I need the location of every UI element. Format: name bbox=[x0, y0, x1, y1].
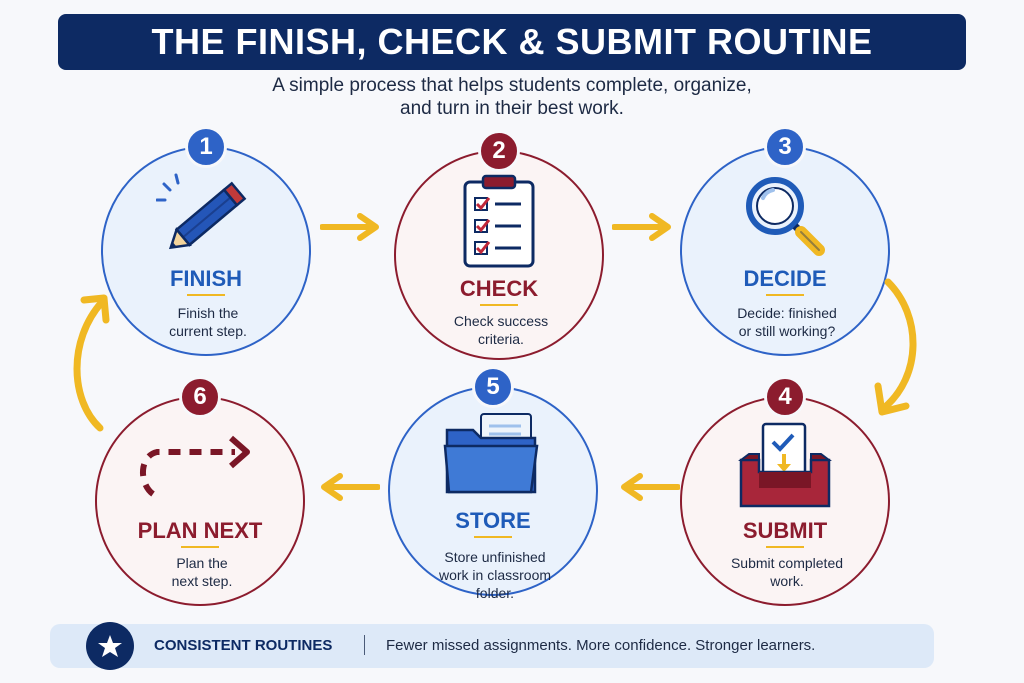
desc-line: Store unfinished bbox=[444, 549, 546, 565]
step-underline bbox=[766, 294, 804, 296]
step-label: DECIDE bbox=[743, 266, 827, 291]
step-underline bbox=[766, 546, 804, 548]
pencil-icon bbox=[155, 170, 256, 258]
desc-line: criteria. bbox=[478, 331, 524, 347]
arrow-2-to-3 bbox=[612, 213, 671, 241]
desc-line: Finish the bbox=[177, 305, 239, 321]
footer-heading: CONSISTENT ROUTINES bbox=[154, 637, 333, 654]
footer-text: Fewer missed assignments. More confidenc… bbox=[386, 637, 816, 654]
arrow-5-to-6 bbox=[321, 473, 380, 501]
desc-line: Submit completed bbox=[730, 555, 844, 571]
inbox-tray-icon bbox=[737, 420, 833, 510]
desc-line: or still working? bbox=[738, 323, 836, 339]
arrow-6-to-1 bbox=[73, 294, 110, 432]
step-label: CHECK bbox=[459, 276, 539, 301]
desc-line: current step. bbox=[169, 323, 247, 339]
step-description: Decide: finished or still working? bbox=[702, 304, 872, 340]
subtitle-line-2: and turn in their best work. bbox=[400, 98, 624, 119]
clipboard-checklist-icon bbox=[457, 174, 541, 268]
step-finish: 1 FINISH Finish the current step. bbox=[101, 126, 311, 356]
step-plan-next: 6 PLAN NEXT Plan the next step. bbox=[95, 376, 305, 606]
step-number-3: 3 bbox=[764, 126, 806, 168]
step-underline bbox=[187, 294, 225, 296]
star-icon bbox=[86, 622, 134, 670]
desc-line: Plan the bbox=[176, 555, 228, 571]
step-label: PLAN NEXT bbox=[137, 518, 263, 543]
desc-line: Check success bbox=[453, 313, 549, 329]
arrow-3-to-4 bbox=[874, 278, 917, 416]
desc-line: Decide: finished bbox=[737, 305, 837, 321]
desc-line: next step. bbox=[171, 573, 233, 589]
step-description: Submit completed work. bbox=[702, 554, 872, 590]
step-decide: 3 DECIDE Decide: finished or still worki… bbox=[680, 126, 890, 356]
step-underline bbox=[480, 304, 518, 306]
arrow-4-to-5 bbox=[621, 473, 680, 501]
subtitle-line-1: A simple process that helps students com… bbox=[272, 75, 752, 96]
step-check: 2 CHECK Check success criteria. bbox=[394, 130, 604, 360]
step-label: STORE bbox=[455, 508, 531, 533]
step-label: FINISH bbox=[169, 266, 243, 291]
step-number-5: 5 bbox=[472, 366, 514, 408]
desc-line: work. bbox=[770, 573, 804, 589]
footer-divider bbox=[364, 635, 365, 655]
step-description: Plan the next step. bbox=[117, 554, 287, 590]
magnifying-glass-icon bbox=[739, 172, 831, 260]
subtitle: A simple process that helps students com… bbox=[212, 74, 812, 120]
footer-banner: CONSISTENT ROUTINES Fewer missed assignm… bbox=[50, 622, 934, 670]
folder-icon bbox=[441, 410, 545, 500]
step-underline bbox=[181, 546, 219, 548]
step-number-1: 1 bbox=[185, 126, 227, 168]
step-description: Store unfinished work in classroom folde… bbox=[410, 548, 580, 602]
step-submit: 4 SUBMIT Submit completed work. bbox=[680, 376, 890, 606]
page-title: THE FINISH, CHECK & SUBMIT ROUTINE bbox=[151, 21, 873, 62]
step-description: Finish the current step. bbox=[123, 304, 293, 340]
step-label: SUBMIT bbox=[742, 518, 828, 543]
step-number-2: 2 bbox=[478, 130, 520, 172]
desc-line: folder. bbox=[475, 585, 515, 601]
step-underline bbox=[474, 536, 512, 538]
title-bar: THE FINISH, CHECK & SUBMIT ROUTINE bbox=[58, 14, 966, 70]
step-store: 5 STORE Store unfinished work in classro… bbox=[388, 366, 598, 601]
step-number-6: 6 bbox=[179, 376, 221, 418]
arrow-1-to-2 bbox=[320, 213, 379, 241]
step-description: Check success criteria. bbox=[416, 312, 586, 348]
desc-line: work in classroom bbox=[438, 567, 552, 583]
dashed-arrow-icon bbox=[135, 432, 265, 502]
step-number-4: 4 bbox=[764, 376, 806, 418]
